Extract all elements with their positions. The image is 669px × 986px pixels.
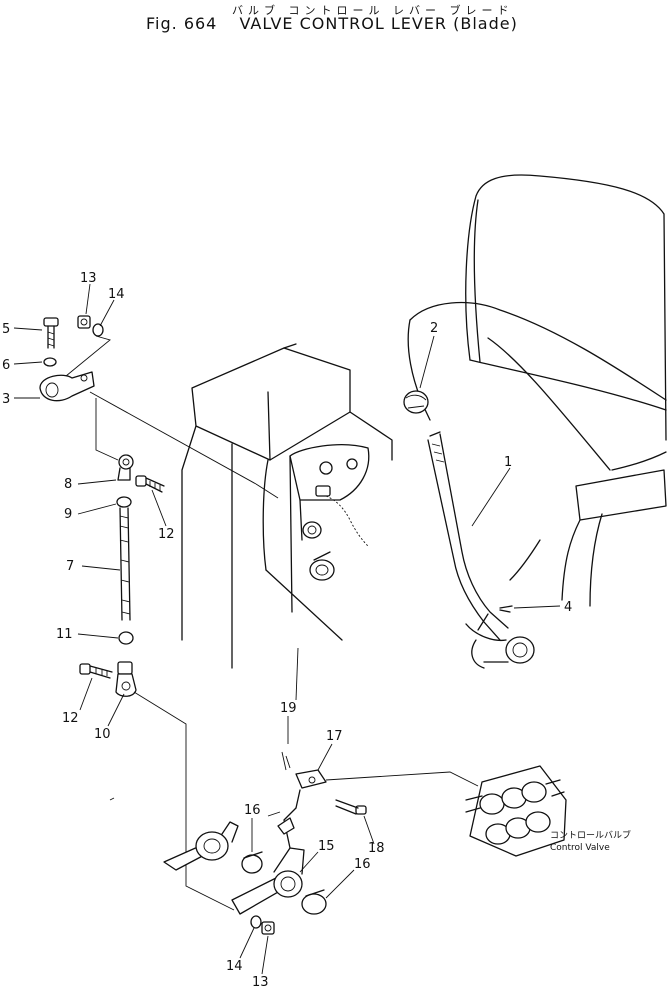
callout-18: 18	[368, 841, 385, 856]
blade-lever	[427, 431, 535, 669]
bushing-16-upper	[241, 851, 263, 874]
callout-13-lower: 13	[252, 975, 269, 986]
control-valve-label-kana: コントロールバルブ	[550, 829, 631, 841]
figure-name: VALVE CONTROL LEVER (Blade)	[239, 14, 518, 33]
figure-title: Fig. 664 VALVE CONTROL LEVER (Blade)	[146, 14, 518, 33]
wire-cable	[325, 495, 369, 547]
callout-2: 2	[430, 321, 438, 336]
figure-number: Fig. 664	[146, 14, 218, 33]
clevis-17	[295, 769, 327, 809]
bolt-5	[43, 317, 59, 349]
nut-13-upper	[77, 315, 91, 329]
nut-13-lower	[261, 921, 275, 935]
seat-cushion	[407, 302, 667, 471]
pin-18	[335, 799, 367, 815]
callout-12-upper: 12	[158, 527, 175, 542]
cotter-pin	[499, 605, 513, 613]
callout-16-lower: 16	[354, 857, 371, 872]
bushing-16-lower	[301, 889, 327, 915]
callout-5: 5	[2, 322, 10, 337]
callout-3: 3	[2, 392, 10, 407]
threaded-rod-7	[119, 507, 131, 621]
callout-14-lower: 14	[226, 959, 243, 974]
rod-end-8	[117, 454, 134, 481]
callout-12-lower: 12	[62, 711, 79, 726]
callout-1: 1	[504, 455, 512, 470]
figure-title-kana: バルブ コントロール レバー ブレード	[232, 4, 514, 17]
leader-lines	[13, 283, 561, 975]
assembly-lines-lower	[109, 647, 479, 817]
control-valve	[465, 765, 567, 857]
rod-end-10	[115, 661, 137, 697]
bolt-12-upper	[135, 475, 165, 493]
bolt-12-lower	[79, 663, 113, 679]
lower-arm	[163, 821, 239, 871]
clamp-3	[39, 371, 95, 402]
nut-9	[116, 496, 132, 508]
assembly-lines-upper	[65, 335, 279, 911]
washer-14-lower	[250, 915, 262, 929]
nut-11	[118, 631, 134, 645]
lever-arm-15	[231, 807, 305, 915]
seat-back	[465, 174, 667, 441]
callout-6: 6	[2, 358, 10, 373]
washer-14-upper	[92, 323, 104, 337]
callout-9: 9	[64, 507, 72, 522]
washer-6	[43, 357, 57, 367]
cable-19	[281, 751, 291, 771]
control-valve-label: Control Valve	[550, 843, 610, 853]
callout-7: 7	[66, 559, 74, 574]
lever-knob	[403, 390, 429, 414]
callout-13-upper: 13	[80, 271, 97, 286]
lever-bracket	[289, 444, 370, 613]
callout-4: 4	[564, 600, 572, 615]
callout-17: 17	[326, 729, 343, 744]
callout-10: 10	[94, 727, 111, 742]
callout-14-upper: 14	[108, 287, 125, 302]
armrest	[509, 469, 667, 607]
callout-8: 8	[64, 477, 72, 492]
callout-15: 15	[318, 839, 335, 854]
callout-19: 19	[280, 701, 297, 716]
callout-11: 11	[56, 627, 73, 642]
console-box	[181, 343, 393, 669]
callout-16-upper: 16	[244, 803, 261, 818]
